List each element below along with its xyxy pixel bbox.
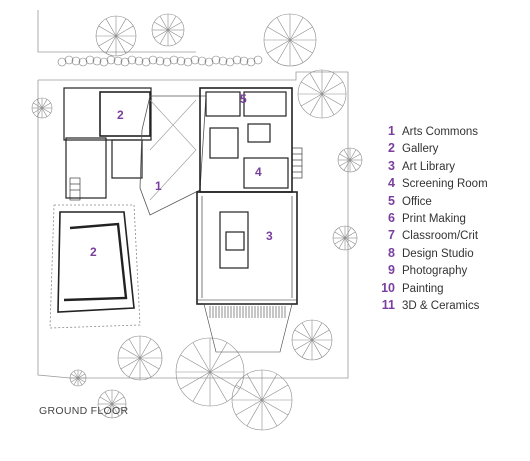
- legend-item: 3 Art Library: [377, 157, 488, 174]
- entry-terrace: [203, 303, 293, 353]
- legend-number: 10: [381, 280, 395, 295]
- plan-label-office: 5: [240, 92, 247, 106]
- legend-item: 10 Painting: [377, 279, 488, 296]
- legend-item: 2 Gallery: [377, 139, 488, 156]
- legend-item: 1 Arts Commons: [377, 122, 488, 139]
- site-boundary: [37, 10, 349, 379]
- plan-label-library: 3: [266, 229, 273, 243]
- legend-label: Print Making: [402, 212, 466, 225]
- legend-number: 2: [388, 141, 395, 156]
- legend-number: 6: [388, 210, 395, 225]
- building-walls: [49, 87, 303, 329]
- legend-item: 6 Print Making: [377, 209, 488, 226]
- plan-label-gallery-upper: 2: [117, 108, 124, 122]
- legend-item: 7 Classroom/Crit: [377, 226, 488, 243]
- legend-label: Screening Room: [402, 178, 488, 191]
- legend-item: 8 Design Studio: [377, 244, 488, 261]
- plan-label-commons: 1: [155, 179, 162, 193]
- legend-number: 9: [388, 263, 395, 278]
- legend-item: 5 Office: [377, 192, 488, 209]
- legend-label: Art Library: [402, 160, 456, 173]
- legend-label: Office: [402, 195, 432, 208]
- legend-label: Classroom/Crit: [402, 230, 479, 243]
- legend-item: 9 Photography: [377, 261, 488, 278]
- legend-label: Photography: [402, 265, 468, 278]
- hedge-row: [57, 55, 263, 67]
- legend-number: 3: [388, 158, 395, 173]
- plan-label-screening: 4: [255, 165, 262, 179]
- legend-label: Design Studio: [402, 247, 474, 260]
- legend-number: 4: [388, 176, 395, 191]
- legend-item: 11 3D & Ceramics: [377, 296, 488, 313]
- plan-label-gallery-lower: 2: [90, 245, 97, 259]
- legend-number: 7: [388, 228, 395, 243]
- legend-number: 5: [388, 193, 395, 208]
- legend-label: Painting: [402, 282, 444, 295]
- legend-item: 4 Screening Room: [377, 174, 488, 191]
- legend-label: Arts Commons: [402, 126, 479, 138]
- trees: [31, 13, 363, 431]
- room-legend: 1 Arts Commons 2 Gallery 3 Art Library 4 Screen…: [377, 122, 488, 313]
- legend-label: 3D & Ceramics: [402, 299, 480, 312]
- legend-number: 8: [388, 245, 395, 260]
- legend-number: 11: [381, 297, 395, 312]
- legend-number: 1: [388, 124, 395, 138]
- floor-label: GROUND FLOOR: [39, 405, 129, 417]
- legend-label: Gallery: [402, 143, 439, 156]
